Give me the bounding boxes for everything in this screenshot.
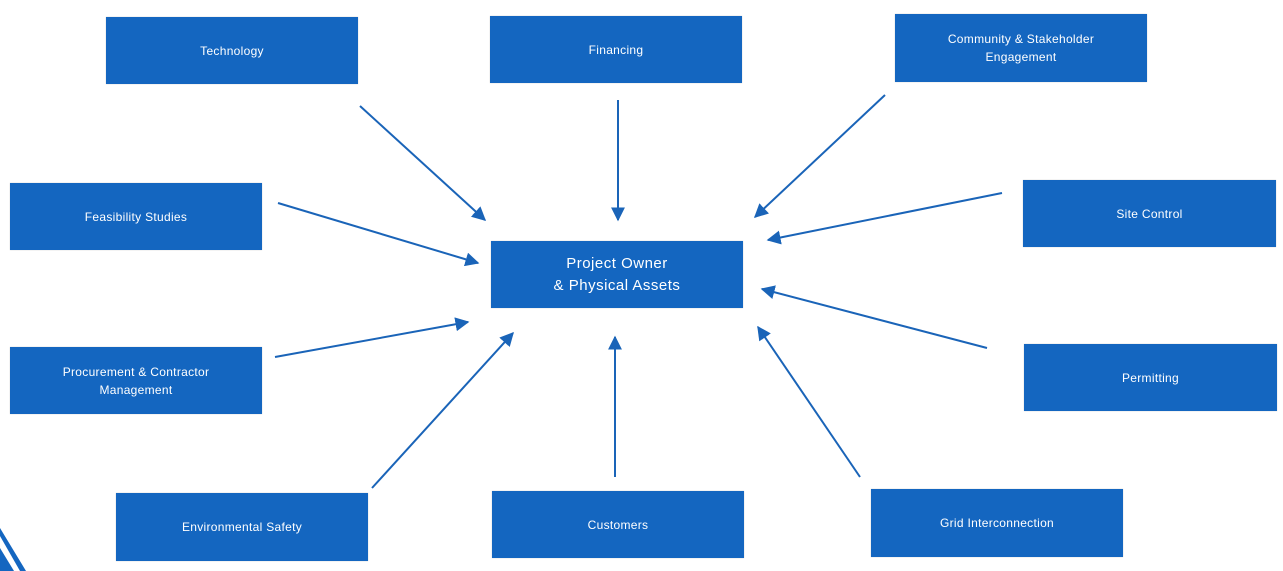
- node-procurement: Procurement & Contractor Management: [10, 347, 262, 414]
- node-environmental-safety: Environmental Safety: [116, 493, 368, 561]
- node-procurement-label: Procurement & Contractor Management: [62, 364, 210, 397]
- arrow-site-control: [766, 192, 1003, 245]
- arrow-procurement: [274, 317, 470, 358]
- node-feasibility-studies: Feasibility Studies: [10, 183, 262, 250]
- node-environmental-safety-label: Environmental Safety: [181, 520, 303, 534]
- node-technology: Technology: [106, 17, 358, 84]
- arrow-community: [753, 94, 886, 218]
- node-customers: Customers: [492, 491, 744, 558]
- node-customers-label: Customers: [587, 517, 649, 532]
- arrow-feasibility: [277, 202, 480, 267]
- arrow-permitting: [760, 285, 988, 349]
- node-site-control: Site Control: [1023, 180, 1276, 247]
- node-project-owner-label: Project Owner & Physical Assets: [553, 254, 681, 294]
- node-technology-label: Technology: [200, 43, 264, 58]
- arrow-grid: [757, 325, 861, 478]
- node-grid-interconnection-label: Grid Interconnection: [939, 516, 1055, 530]
- node-permitting: Permitting: [1024, 344, 1277, 411]
- node-grid-interconnection: Grid Interconnection: [871, 489, 1123, 557]
- node-community-engagement-label: Community & Stakeholder Engagement: [947, 32, 1095, 64]
- node-permitting-label: Permitting: [1121, 370, 1180, 385]
- arrow-environmental: [371, 331, 514, 489]
- node-site-control-label: Site Control: [1116, 206, 1183, 221]
- node-project-owner: Project Owner & Physical Assets: [491, 241, 743, 308]
- node-financing: Financing: [490, 16, 742, 83]
- node-feasibility-studies-label: Feasibility Studies: [84, 209, 188, 224]
- node-community-engagement: Community & Stakeholder Engagement: [895, 14, 1147, 82]
- node-financing-label: Financing: [588, 42, 644, 57]
- arrow-technology: [359, 105, 487, 221]
